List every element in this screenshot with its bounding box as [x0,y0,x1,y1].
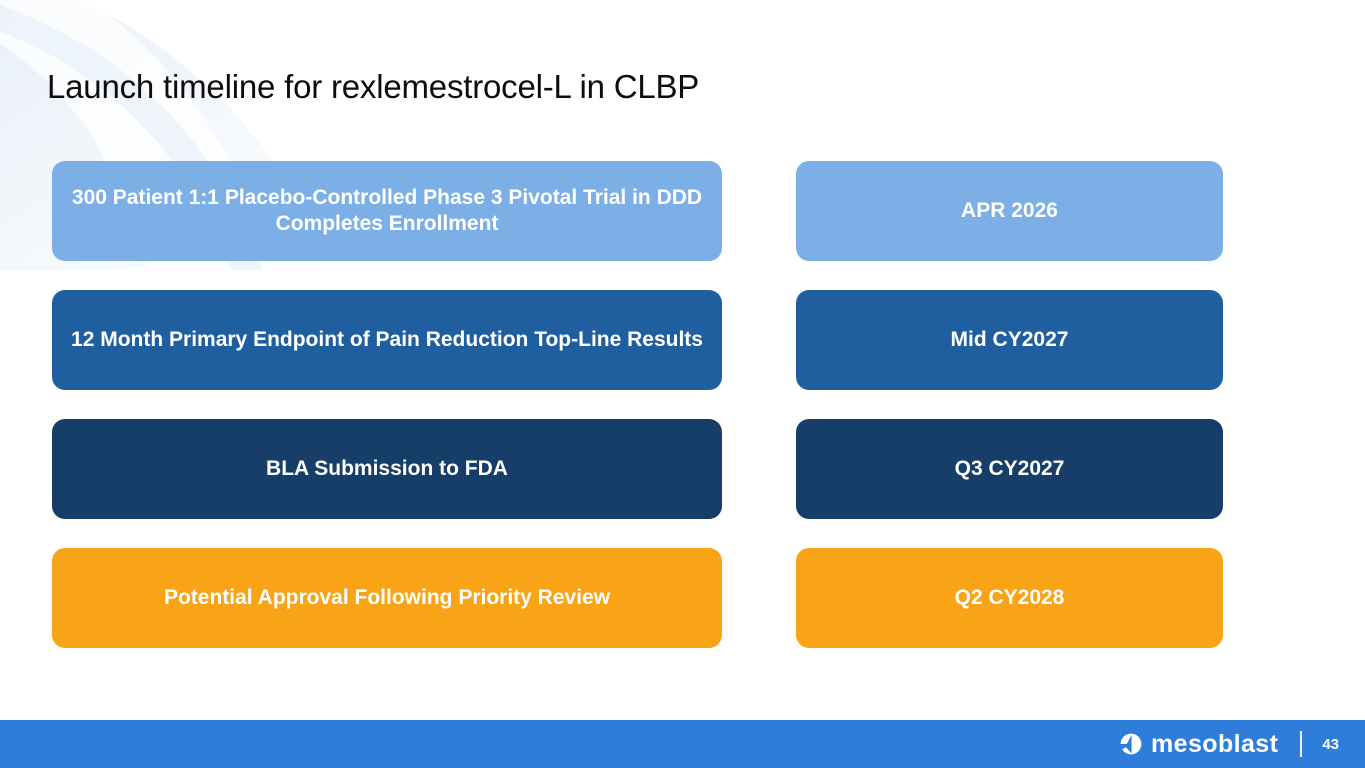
timeline-date-box-1: APR 2026 [796,161,1223,261]
timeline-row: 12 Month Primary Endpoint of Pain Reduct… [0,290,1365,419]
footer-bar: mesoblast 43 [0,720,1365,768]
timeline-event-box-3: BLA Submission to FDA [52,419,722,519]
timeline-date-box-2: Mid CY2027 [796,290,1223,390]
page-number: 43 [1322,735,1339,753]
timeline-event-box-2: 12 Month Primary Endpoint of Pain Reduct… [52,290,722,390]
timeline-list: 300 Patient 1:1 Placebo-Controlled Phase… [0,161,1365,677]
timeline-event-box-1: 300 Patient 1:1 Placebo-Controlled Phase… [52,161,722,261]
brand-name: mesoblast [1151,729,1279,758]
timeline-date-box-3: Q3 CY2027 [796,419,1223,519]
footer-divider [1300,731,1303,757]
timeline-row: Potential Approval Following Priority Re… [0,548,1365,677]
timeline-row: BLA Submission to FDA Q3 CY2027 [0,419,1365,548]
page-title: Launch timeline for rexlemestrocel-L in … [47,68,700,105]
timeline-event-box-4: Potential Approval Following Priority Re… [52,548,722,648]
timeline-date-box-4: Q2 CY2028 [796,548,1223,648]
brand-logo: mesoblast [1119,729,1279,758]
mesoblast-logo-icon [1120,733,1142,755]
timeline-row: 300 Patient 1:1 Placebo-Controlled Phase… [0,161,1365,290]
